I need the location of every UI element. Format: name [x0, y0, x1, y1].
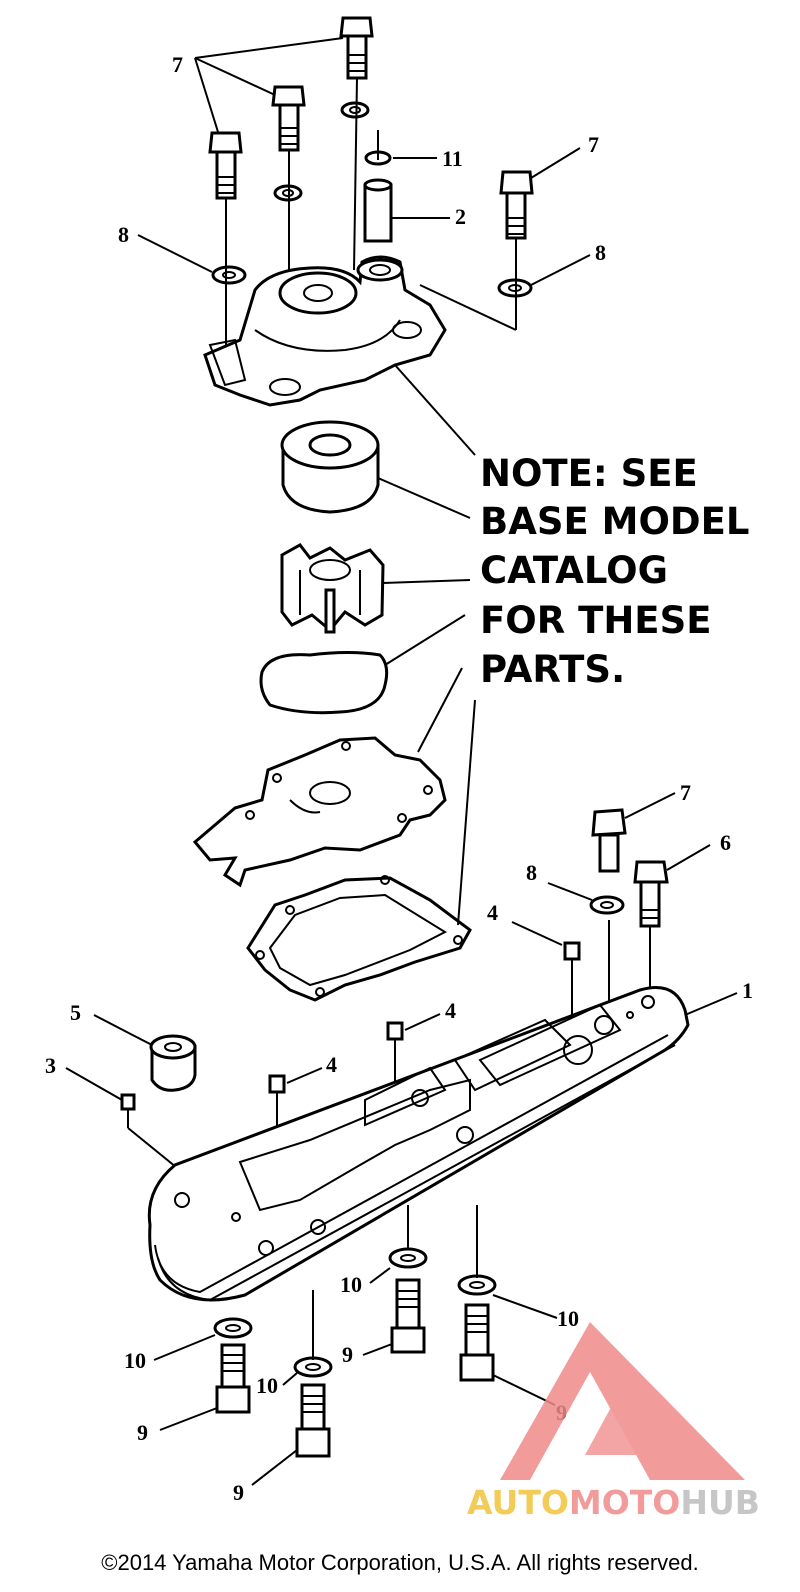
bolt-9-b	[295, 1383, 331, 1458]
bolt-7-top-right	[499, 170, 534, 240]
o-ring-gasket	[259, 651, 389, 715]
watermark-auto: AUTO	[467, 1483, 569, 1522]
note-line-1: NOTE: SEE	[480, 452, 698, 495]
callout-7: 7	[172, 52, 183, 77]
callout-labels: 7 11 2 8 7 8 7 6 8 4 4 4 1 5 3 10 10 10 …	[45, 52, 753, 1505]
washer-10-b	[293, 1356, 333, 1378]
callout-10: 10	[557, 1306, 579, 1331]
dowel-pin-4-right	[563, 941, 581, 961]
outer-plate	[192, 736, 447, 888]
dowel-pin-4-left	[268, 1074, 286, 1094]
callout-10: 10	[256, 1373, 278, 1398]
callout-11: 11	[442, 146, 463, 171]
callout-2: 2	[455, 204, 466, 229]
bolt-9-c	[390, 1278, 426, 1354]
bolt-7-top-center	[339, 16, 374, 80]
callout-3: 3	[45, 1053, 56, 1078]
impeller	[280, 543, 385, 634]
callout-4: 4	[445, 998, 456, 1023]
bolt-6	[633, 860, 669, 928]
bolt-9-d	[459, 1303, 495, 1382]
callout-10: 10	[340, 1272, 362, 1297]
seal-ring	[280, 420, 380, 514]
bolt-9-a	[215, 1343, 251, 1414]
base-plate-1	[147, 986, 690, 1302]
sleeve-2	[363, 178, 393, 243]
callout-4: 4	[326, 1052, 337, 1077]
callout-8: 8	[526, 860, 537, 885]
callout-8: 8	[118, 222, 129, 247]
callout-9: 9	[137, 1420, 148, 1445]
callout-4: 4	[487, 900, 498, 925]
note-line-3: CATALOG	[480, 549, 668, 592]
watermark-moto: MOTO	[569, 1483, 680, 1522]
washer-10-d	[457, 1274, 497, 1296]
callout-1: 1	[742, 978, 753, 1003]
callout-7: 7	[588, 132, 599, 157]
washer-10-c	[388, 1247, 428, 1269]
leader-lines	[65, 37, 738, 1486]
note-line-2: BASE MODEL	[480, 500, 749, 543]
washer-top-center	[340, 101, 370, 119]
note-line-5: PARTS.	[480, 648, 625, 691]
dowel-pin-4-center	[386, 1021, 404, 1041]
callout-8: 8	[595, 240, 606, 265]
washer-8-lower	[589, 895, 625, 915]
watermark-triangle-icon	[500, 1322, 745, 1480]
callout-9: 9	[342, 1342, 353, 1367]
callout-6: 6	[720, 830, 731, 855]
callout-10: 10	[124, 1348, 146, 1373]
note-line-4: FOR THESE	[480, 599, 712, 642]
svg-text:AUTOMOTOHUB: AUTOMOTOHUB	[467, 1483, 760, 1522]
inner-gasket	[246, 875, 472, 1002]
note-block: NOTE: SEE BASE MODEL CATALOG FOR THESE P…	[480, 452, 749, 691]
copyright-notice: ©2014 Yamaha Motor Corporation, U.S.A. A…	[101, 1550, 699, 1575]
washer-10-a	[213, 1317, 253, 1339]
callout-5: 5	[70, 1000, 81, 1025]
collar-5	[149, 1034, 197, 1092]
water-pump-housing	[203, 255, 447, 407]
washer-8-left	[211, 265, 247, 285]
bolt-7-top-mid	[271, 85, 306, 152]
callout-9: 9	[233, 1480, 244, 1505]
bolt-7-lower	[591, 808, 627, 873]
automotohub-watermark: AUTOMOTOHUB	[467, 1322, 760, 1522]
dowel-pin-3	[120, 1093, 136, 1111]
callout-7: 7	[680, 780, 691, 805]
bolt-7-top-left	[208, 131, 243, 200]
watermark-hub: HUB	[680, 1483, 760, 1522]
